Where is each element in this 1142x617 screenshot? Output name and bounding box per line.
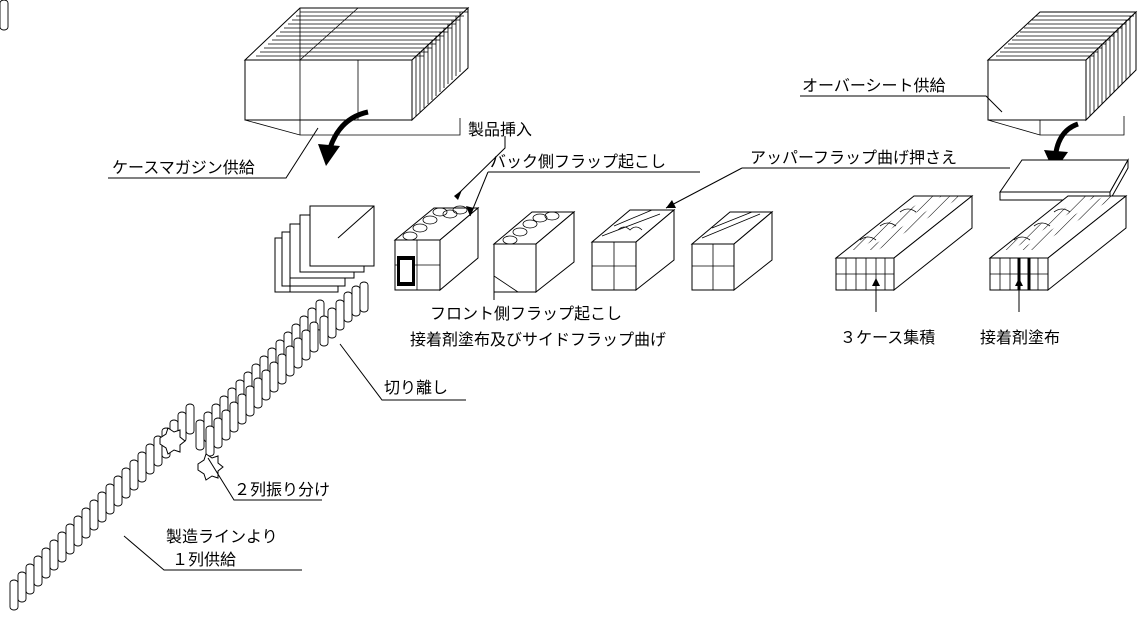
leader-arrowhead-glue bbox=[1015, 278, 1023, 286]
leader-arrowhead-back bbox=[466, 206, 474, 216]
label-glue-side-flap: 接着剤塗布及びサイドフラップ曲げ bbox=[410, 330, 667, 349]
label-oversheet-feed: オーバーシート供給 bbox=[802, 76, 946, 95]
splitter-wheel-b bbox=[197, 453, 224, 481]
case-closed bbox=[690, 210, 774, 292]
label-case-magazine-feed: ケースマガジン供給 bbox=[112, 158, 255, 177]
glued-stack bbox=[988, 194, 1128, 292]
leader-arrowhead-product bbox=[454, 190, 462, 200]
label-back-flap-raise: バック側フラップ起こし bbox=[490, 152, 667, 171]
splitter-wheel-a bbox=[159, 427, 186, 455]
case-magazine bbox=[243, 6, 470, 136]
leader-arrowhead-upper bbox=[666, 200, 676, 208]
three-case-stack bbox=[834, 194, 974, 292]
label-glue-apply: 接着剤塗布 bbox=[980, 328, 1061, 347]
oversheet-magazine bbox=[986, 10, 1138, 136]
leader-lines bbox=[108, 95, 1020, 571]
case-upper-flap bbox=[590, 208, 676, 292]
label-product-insert: 製品挿入 bbox=[468, 120, 533, 139]
leader-arrowhead-3case bbox=[872, 278, 880, 286]
over-sheet bbox=[999, 158, 1129, 202]
magazine-feed-arrowhead bbox=[318, 144, 340, 166]
label-line-feed-2: １列供給 bbox=[172, 550, 237, 569]
label-front-flap-raise: フロント側フラップ起こし bbox=[430, 304, 623, 323]
case-blank bbox=[274, 205, 375, 293]
product-row-single bbox=[0, 0, 195, 611]
case-back-flap bbox=[492, 210, 576, 294]
label-line-feed-1: 製造ラインより bbox=[166, 527, 278, 546]
case-product-insert bbox=[393, 205, 480, 292]
product-row-double bbox=[195, 281, 369, 457]
magazine-feed-arrow bbox=[327, 109, 369, 149]
oversheet-feed-arrow bbox=[1053, 121, 1079, 153]
label-cut-off: 切り離し bbox=[384, 378, 449, 397]
label-split-two-rows: ２列振り分け bbox=[234, 480, 331, 499]
label-three-case-stack: ３ケース集積 bbox=[840, 328, 936, 347]
label-upper-flap-press: アッパーフラップ曲げ押さえ bbox=[750, 148, 958, 167]
